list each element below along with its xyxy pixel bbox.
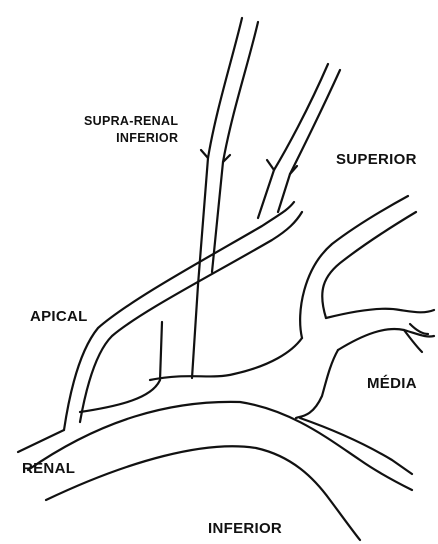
vessel-apical	[64, 202, 302, 430]
label-supra-renal-inferior: SUPRA-RENAL INFERIOR	[84, 113, 178, 147]
vessel-supra-renal-right	[258, 64, 340, 218]
label-apical: APICAL	[30, 308, 88, 326]
label-inferior: INFERIOR	[208, 520, 282, 538]
vessel-supra-renal-left	[192, 18, 258, 378]
label-media: MÉDIA	[367, 375, 417, 393]
label-renal: RENAL	[22, 460, 75, 478]
label-superior: SUPERIOR	[336, 151, 417, 169]
label-supra-renal-line2: INFERIOR	[84, 130, 178, 147]
label-supra-renal-line1: SUPRA-RENAL	[84, 113, 178, 130]
